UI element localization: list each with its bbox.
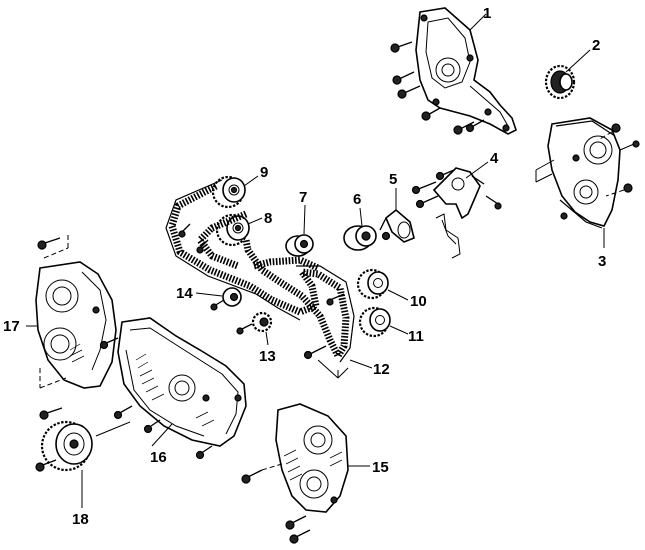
callout-7: 7 xyxy=(299,189,307,206)
part-3-cam-cover-right xyxy=(535,117,621,229)
timing-belt xyxy=(165,179,355,363)
callout-5: 5 xyxy=(389,171,397,188)
part-17-front-cover-left xyxy=(35,232,117,389)
callout-17: 17 xyxy=(3,318,20,335)
part-11-sprocket xyxy=(358,306,391,338)
callout-16: 16 xyxy=(150,449,167,466)
callout-9: 9 xyxy=(260,164,268,181)
callout-15: 15 xyxy=(372,459,389,476)
part-16-belt-cover-rear xyxy=(117,317,247,447)
part-10-sprocket xyxy=(356,268,389,300)
part-3-bolts xyxy=(597,123,640,197)
callout-14: 14 xyxy=(176,285,193,302)
callout-2: 2 xyxy=(592,37,600,54)
part-1-cam-cover-upper xyxy=(415,7,517,135)
part-15-front-cover-right xyxy=(275,403,349,513)
callout-11: 11 xyxy=(408,328,424,345)
callout-6: 6 xyxy=(353,191,361,208)
part-13-idler xyxy=(236,311,273,335)
part-17-bolts xyxy=(37,237,63,420)
part-9-cam-sprocket xyxy=(211,175,246,209)
part-6-idler-pulley xyxy=(343,225,377,251)
callout-13: 13 xyxy=(259,348,276,365)
part-12-bolts xyxy=(303,293,349,379)
part-2-sprocket xyxy=(544,64,576,100)
callout-12: 12 xyxy=(373,361,390,378)
callout-4: 4 xyxy=(490,150,499,167)
part-18-crank-pulley xyxy=(35,420,131,472)
part-1-bolts xyxy=(390,41,485,135)
part-5-tensioner xyxy=(379,208,415,243)
part-16-bolts xyxy=(99,337,213,460)
part-15-bolts xyxy=(241,463,311,544)
callout-8: 8 xyxy=(264,210,272,227)
part-14-idler xyxy=(210,287,242,311)
callout-18: 18 xyxy=(72,511,89,528)
callout-3: 3 xyxy=(598,253,606,270)
part-7-idler-pulley xyxy=(285,234,314,257)
part-4-tensioner-bracket xyxy=(411,167,502,259)
callout-10: 10 xyxy=(410,293,427,310)
callout-1: 1 xyxy=(483,5,491,22)
